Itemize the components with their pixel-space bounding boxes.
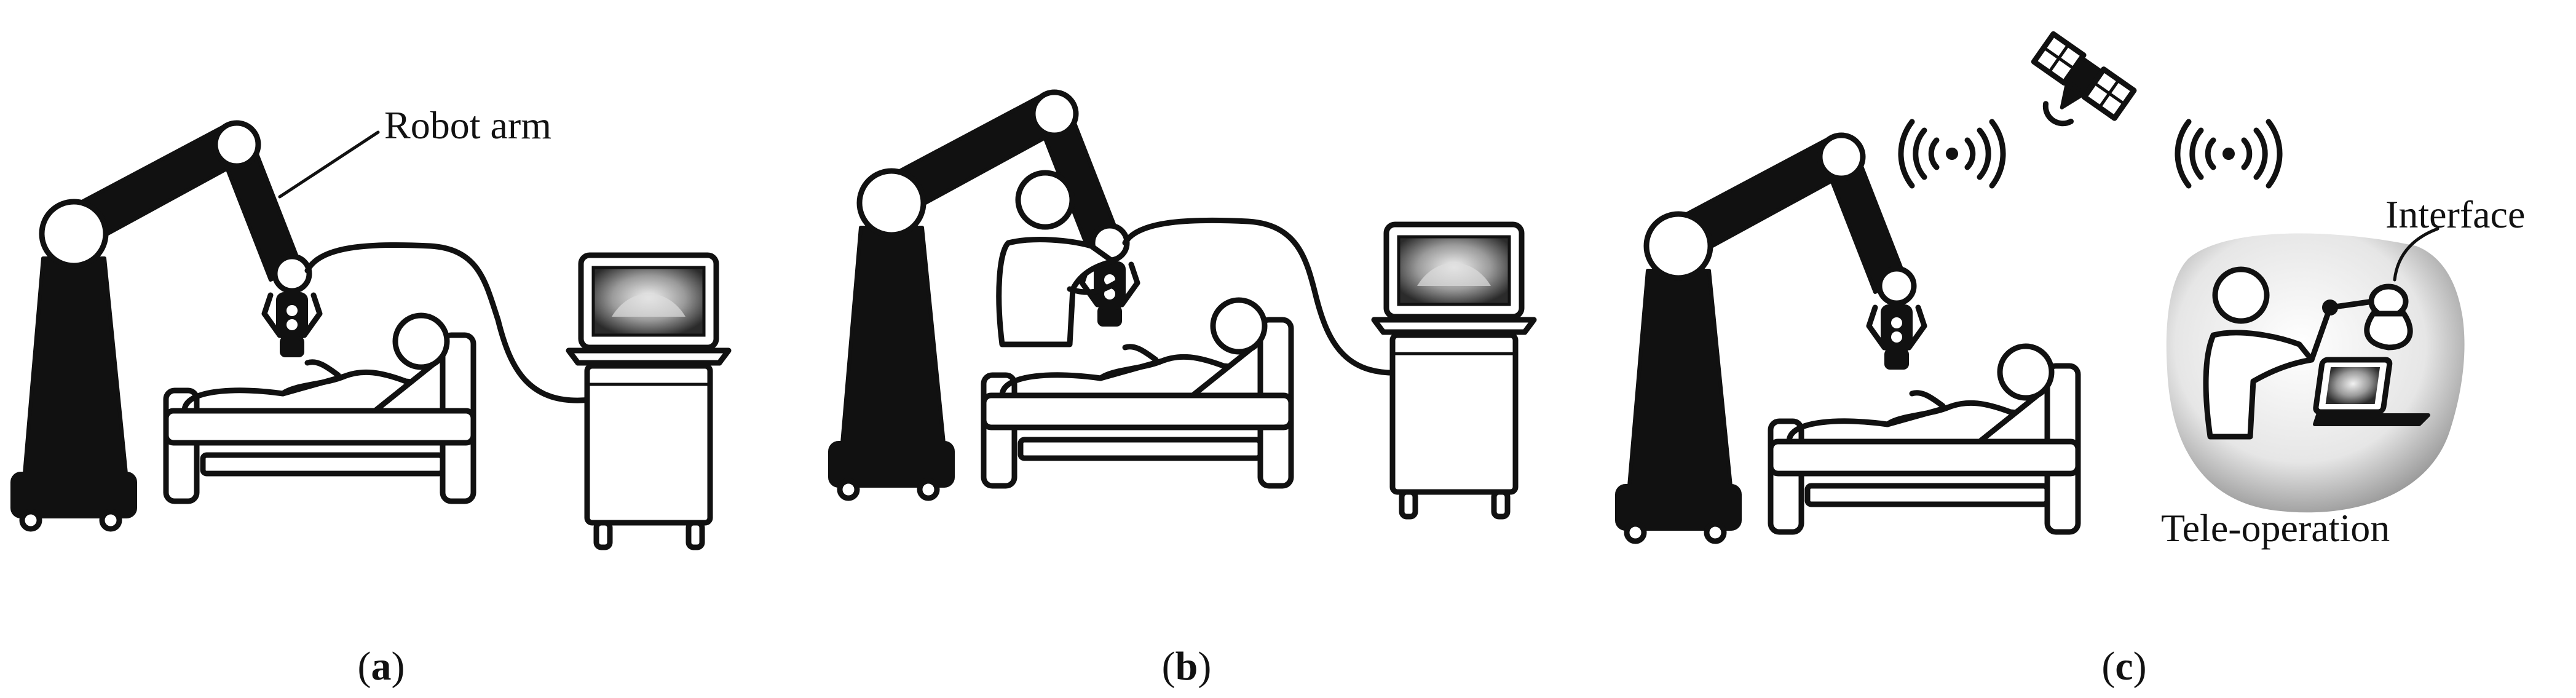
robot-arm-leader-line [278, 130, 380, 199]
interface-leader-line [2393, 227, 2440, 282]
tele-operation-label: Tele-operation [2161, 506, 2390, 550]
haptic-interface-icon [2309, 284, 2413, 363]
laptop-icon [2313, 357, 2430, 426]
ultrasound-cart-icon [569, 255, 729, 547]
svg-text:(c): (c) [2101, 644, 2146, 689]
hospital-bed-icon [166, 315, 473, 501]
remote-doctor-icon [2203, 266, 2315, 440]
probe-cable [1122, 217, 1411, 376]
panel-a: Robot arm [12, 103, 729, 547]
caption-c: (c) [2101, 644, 2146, 689]
doctor-icon [996, 170, 1119, 347]
caption-a-letter: a [371, 644, 392, 689]
caption-a: (a) [358, 644, 405, 689]
interface-label: Interface [2385, 192, 2525, 236]
caption-b-letter: b [1175, 644, 1198, 689]
svg-text:(a): (a) [358, 644, 405, 689]
tele-operation-bubble [2166, 227, 2465, 513]
satellite-icon [2031, 31, 2137, 127]
probe-cable [304, 242, 593, 403]
caption-b: (b) [1162, 644, 1212, 689]
ultrasound-cart-icon [1374, 224, 1534, 517]
caption-a-close: ) [392, 644, 405, 689]
wireless-signal-icon [1901, 122, 2003, 186]
robot-arm-label: Robot arm [384, 103, 551, 147]
hospital-bed-icon [1771, 346, 2078, 532]
caption-c-close: ) [2133, 644, 2147, 689]
svg-text:(b): (b) [1162, 644, 1212, 689]
panel-c: Interface Tele-operation [1617, 31, 2525, 550]
panel-b [830, 92, 1534, 517]
caption-b-open: ( [1162, 644, 1175, 689]
caption-c-letter: c [2115, 644, 2133, 689]
caption-c-open: ( [2101, 644, 2115, 689]
wireless-signal-icon [2178, 122, 2280, 186]
caption-a-open: ( [358, 644, 371, 689]
caption-b-close: ) [1198, 644, 1211, 689]
